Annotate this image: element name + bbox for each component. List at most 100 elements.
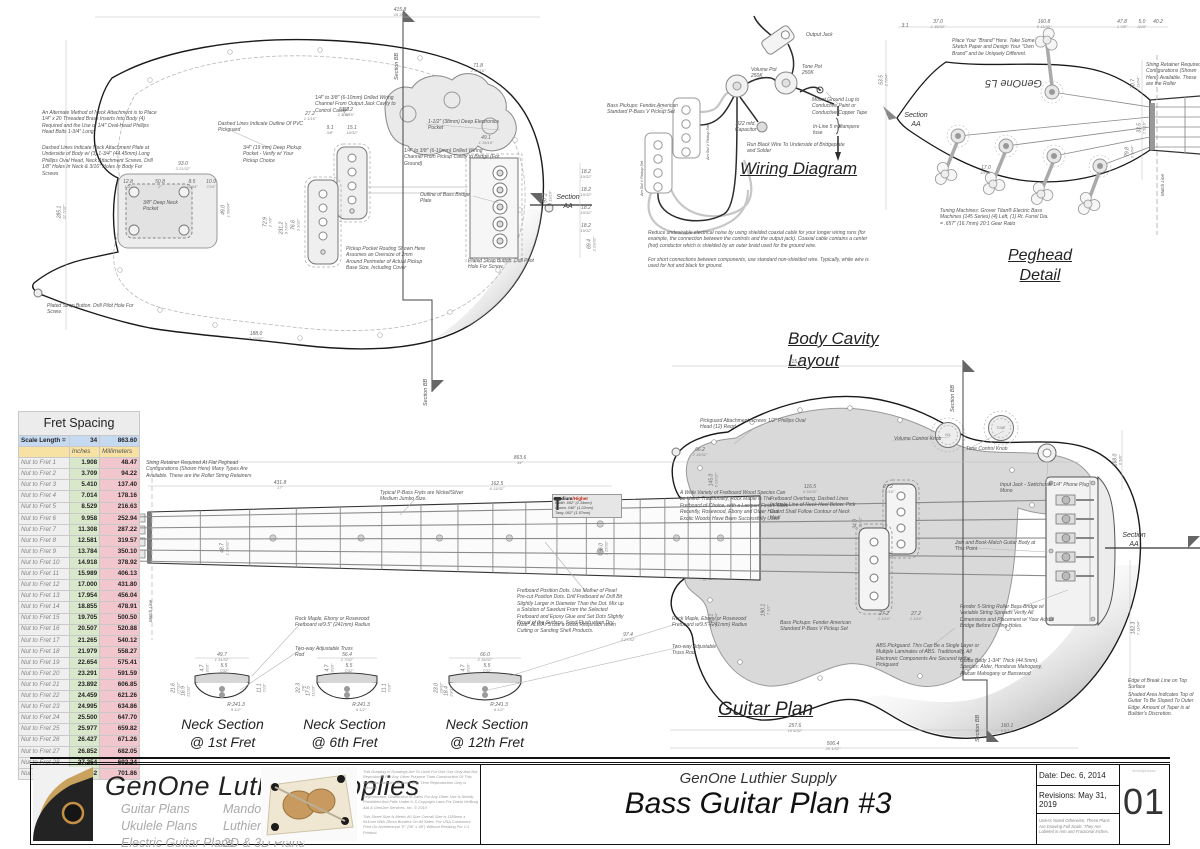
bridge-plate-rear <box>465 153 523 263</box>
title-body-cavity-layout: Body Cavity Layout <box>788 329 879 370</box>
note-pvc-pickguard: Dashed Lines Indicate Outline Of PVC Pic… <box>218 121 304 134</box>
pickguard-outline-dashed <box>113 55 526 331</box>
plan-pickups <box>855 479 920 615</box>
title-wiring-diagram: Wiring Diagram <box>740 159 857 178</box>
date-field: Date: Dec. 6, 2014 <box>1036 765 1119 786</box>
label-match-line-peghead: Match Line <box>1160 173 1165 196</box>
note-neck-plate: Dashed Lines Indicate Neck Attachment Pl… <box>42 145 153 177</box>
label-section-bb-plan-bottom: Section BB <box>975 714 981 742</box>
sheet-number: 01 <box>1122 781 1166 822</box>
control-knobs <box>930 410 1057 463</box>
company-name: GenOne Luthier Supply <box>679 770 837 787</box>
neck-sections <box>194 657 522 701</box>
label-headstock-brand: GenOne L5 <box>985 77 1042 90</box>
fret-profile-icon <box>553 497 562 510</box>
output-jack-symbol <box>761 25 795 55</box>
note-fuse: In-Line 5 milliampere fuse <box>813 124 860 137</box>
sheet-cell: amstdpbassv 01 <box>1119 765 1169 844</box>
note-input-jack: Input Jack - Switchcraft 1/4" Phone Plug… <box>1000 482 1090 495</box>
note-strap-button-left: Plated Strap Button. Drill Pilot Hole Fo… <box>47 303 134 316</box>
label-pickup-vertical-1: Am Std V Pickup Set <box>640 160 644 196</box>
label-section-bb-plan-top: Section BB <box>950 384 956 412</box>
tb-divider-1 <box>480 765 481 844</box>
file-id: amstdpbassv <box>1132 768 1156 773</box>
scale-length-inches: 34 <box>68 434 101 448</box>
note-ns-truss-1: Two-way Adjustable Truss Rod <box>295 646 353 659</box>
pickguard-screws <box>697 405 1035 681</box>
wiring-diagram <box>644 15 842 235</box>
capacitor <box>756 121 768 133</box>
note-ground-lug: Mount Ground Lug to Conductive Paint or … <box>812 97 868 116</box>
label-section-bb-body-top: Section BB <box>394 52 400 80</box>
legal-text: This Drawing or Drawings Are To Used For… <box>363 769 479 839</box>
note-strap-button-side: Plated Strap Button. Drill Pilot Hole Fo… <box>468 258 534 271</box>
photo-guitar-jig <box>261 767 357 841</box>
note-ns-truss-2: Two-way Adjustable Truss Rod <box>672 644 717 657</box>
label-tone-knob: TONE <box>996 426 1006 430</box>
note-wd-noise: Reduce undesirable electrical noise by u… <box>648 230 868 249</box>
title-peghead-detail: Peghead Detail <box>1007 247 1073 285</box>
note-string-retainer-neck: String Retainer Required At Flat Peghead… <box>146 460 252 479</box>
taper-shading-plan <box>860 565 1138 737</box>
peghead-drawing <box>883 25 1200 235</box>
label-vol-knob: VOL <box>944 433 952 437</box>
note-abs-pickguard: ABS Pickguard. This Can Be a Single Laye… <box>876 643 980 669</box>
electronics-pocket <box>384 73 517 156</box>
legal-paragraph-3: This Sheet Size Is Metric A0 Size Overal… <box>363 813 471 835</box>
tuning-machines <box>930 25 1112 217</box>
legal-paragraph-2: Reproduction, Distribution or Sales For … <box>363 794 478 810</box>
note-wiring-channel-bridge: 1/4" to 3/8" (6-10mm) Drilled Wiring Cha… <box>404 148 500 167</box>
dimension-label: 40.2 <box>1153 19 1163 25</box>
strap-button-rear-left <box>33 288 43 298</box>
scale-length-mm: 863.60 <box>99 434 140 448</box>
label-pickup-vertical-2: Am Std V Pickup Set <box>706 124 710 160</box>
fret-spec-header: Medium/Higher <box>555 496 589 501</box>
